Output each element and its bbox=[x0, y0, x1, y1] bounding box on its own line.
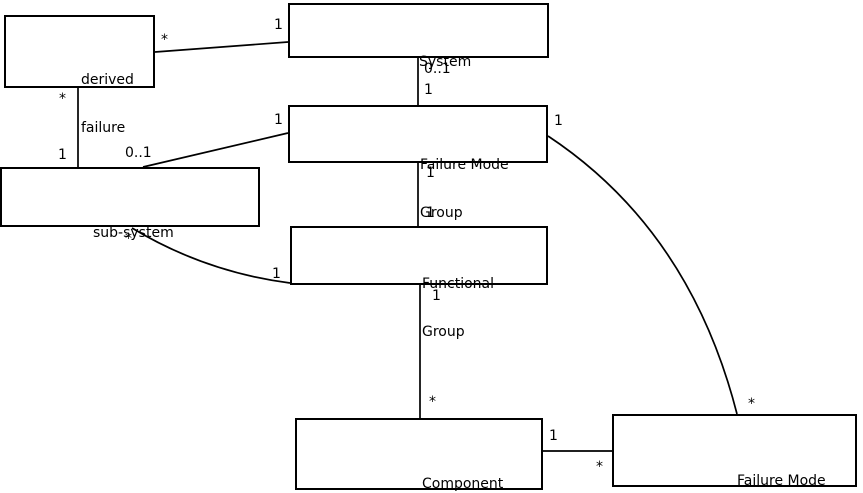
entity-label: Functional Group bbox=[422, 244, 494, 372]
entity-label-line: sub-system bbox=[93, 225, 174, 241]
entity-label-line: Failure Mode bbox=[420, 157, 509, 173]
entity-label-line: derived bbox=[81, 72, 134, 88]
connector-failure-mode-group-sub-system bbox=[142, 132, 289, 168]
cardinality-fmg-subsystem-target: 0..1 bbox=[125, 145, 152, 161]
entity-failure-mode-group: Failure Mode Group bbox=[288, 105, 548, 221]
cardinality-system-fmg-target: 1 bbox=[424, 82, 433, 98]
entity-label: Component bbox=[422, 444, 503, 493]
entity-label-line: Component bbox=[422, 476, 504, 492]
cardinality-fmg-failuremode-target: * bbox=[748, 396, 755, 412]
cardinality-system-fmg-source: 0..1 bbox=[424, 61, 451, 77]
cardinality-component-failuremode-target: * bbox=[596, 459, 603, 475]
entity-label-line: Group bbox=[420, 205, 463, 221]
connector-derived-failure-mode-system bbox=[154, 41, 289, 53]
entity-derived-failure-mode: derived failure mode bbox=[4, 15, 155, 184]
cardinality-dfm-subsystem-source: * bbox=[59, 91, 66, 107]
cardinality-fmg-failuremode-source: 1 bbox=[554, 113, 563, 129]
connector-failure-mode-group-failure-mode bbox=[547, 135, 738, 415]
cardinality-component-failuremode-source: 1 bbox=[549, 428, 558, 444]
entity-functional-group: Functional Group bbox=[290, 226, 548, 340]
entity-label-line: Group bbox=[422, 324, 465, 340]
entity-component: Component bbox=[295, 418, 543, 493]
entity-sub-system: sub-system bbox=[0, 167, 260, 241]
cardinality-dfm-system-target: 1 bbox=[274, 17, 283, 33]
cardinality-fmg-fg-source: 1 bbox=[426, 165, 435, 181]
entity-label: sub-system bbox=[93, 193, 174, 273]
entity-label-line: Failure Mode bbox=[737, 473, 826, 489]
entity-label-line: Functional bbox=[422, 276, 495, 292]
entity-failure-mode: Failure Mode bbox=[612, 414, 857, 489]
entity-label: Failure Mode bbox=[737, 441, 826, 493]
entity-system: System bbox=[288, 3, 549, 70]
cardinality-dfm-subsystem-target: 1 bbox=[58, 147, 67, 163]
connector-sub-system-functional-group bbox=[131, 227, 291, 284]
cardinality-fmg-fg-target: 1 bbox=[426, 205, 435, 221]
cardinality-dfm-system-source: * bbox=[161, 32, 168, 48]
cardinality-subsystem-fg-source: * bbox=[125, 231, 132, 247]
cardinality-fmg-subsystem-source: 1 bbox=[274, 112, 283, 128]
cardinality-fg-component-source: 1 bbox=[432, 288, 441, 304]
entity-label: System bbox=[419, 22, 471, 102]
cardinality-subsystem-fg-target: 1 bbox=[272, 266, 281, 282]
entity-label: Failure Mode Group bbox=[420, 125, 509, 253]
cardinality-fg-component-target: * bbox=[429, 394, 436, 410]
entity-label-line: failure bbox=[81, 120, 126, 136]
entity-label-line: System bbox=[419, 54, 472, 70]
